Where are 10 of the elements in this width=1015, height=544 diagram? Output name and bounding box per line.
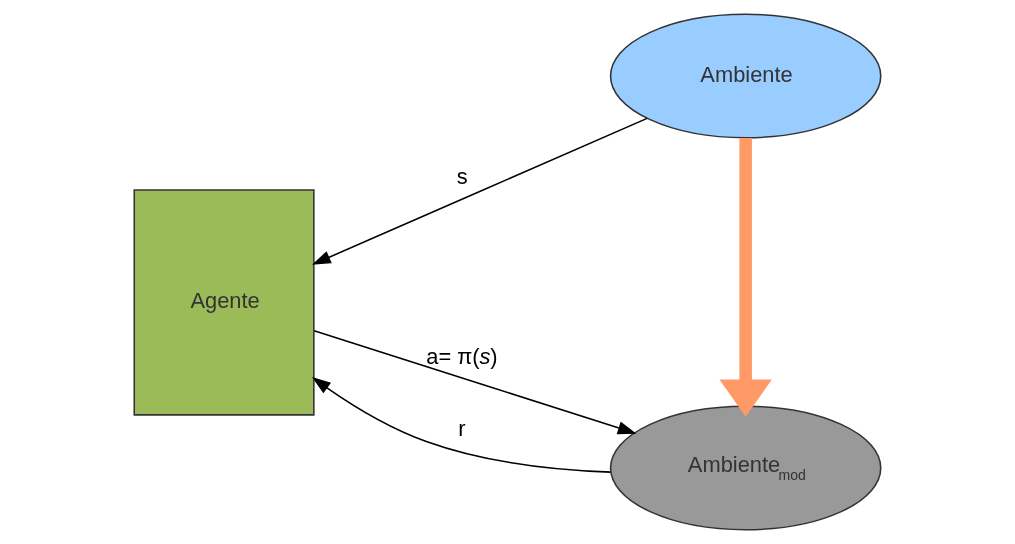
arrow	[313, 329, 637, 435]
arrow	[719, 137, 772, 417]
node-ellipse: Ambiente$_{mod}$	[609, 405, 882, 531]
node-box: Agente	[133, 189, 315, 416]
arrow	[312, 117, 648, 265]
edge-label: s	[456, 164, 468, 190]
edge-label: r	[458, 415, 466, 441]
node-ellipse: Ambiente	[609, 13, 882, 139]
edge-label: a= π(s)	[426, 343, 498, 369]
arrow	[312, 377, 612, 473]
